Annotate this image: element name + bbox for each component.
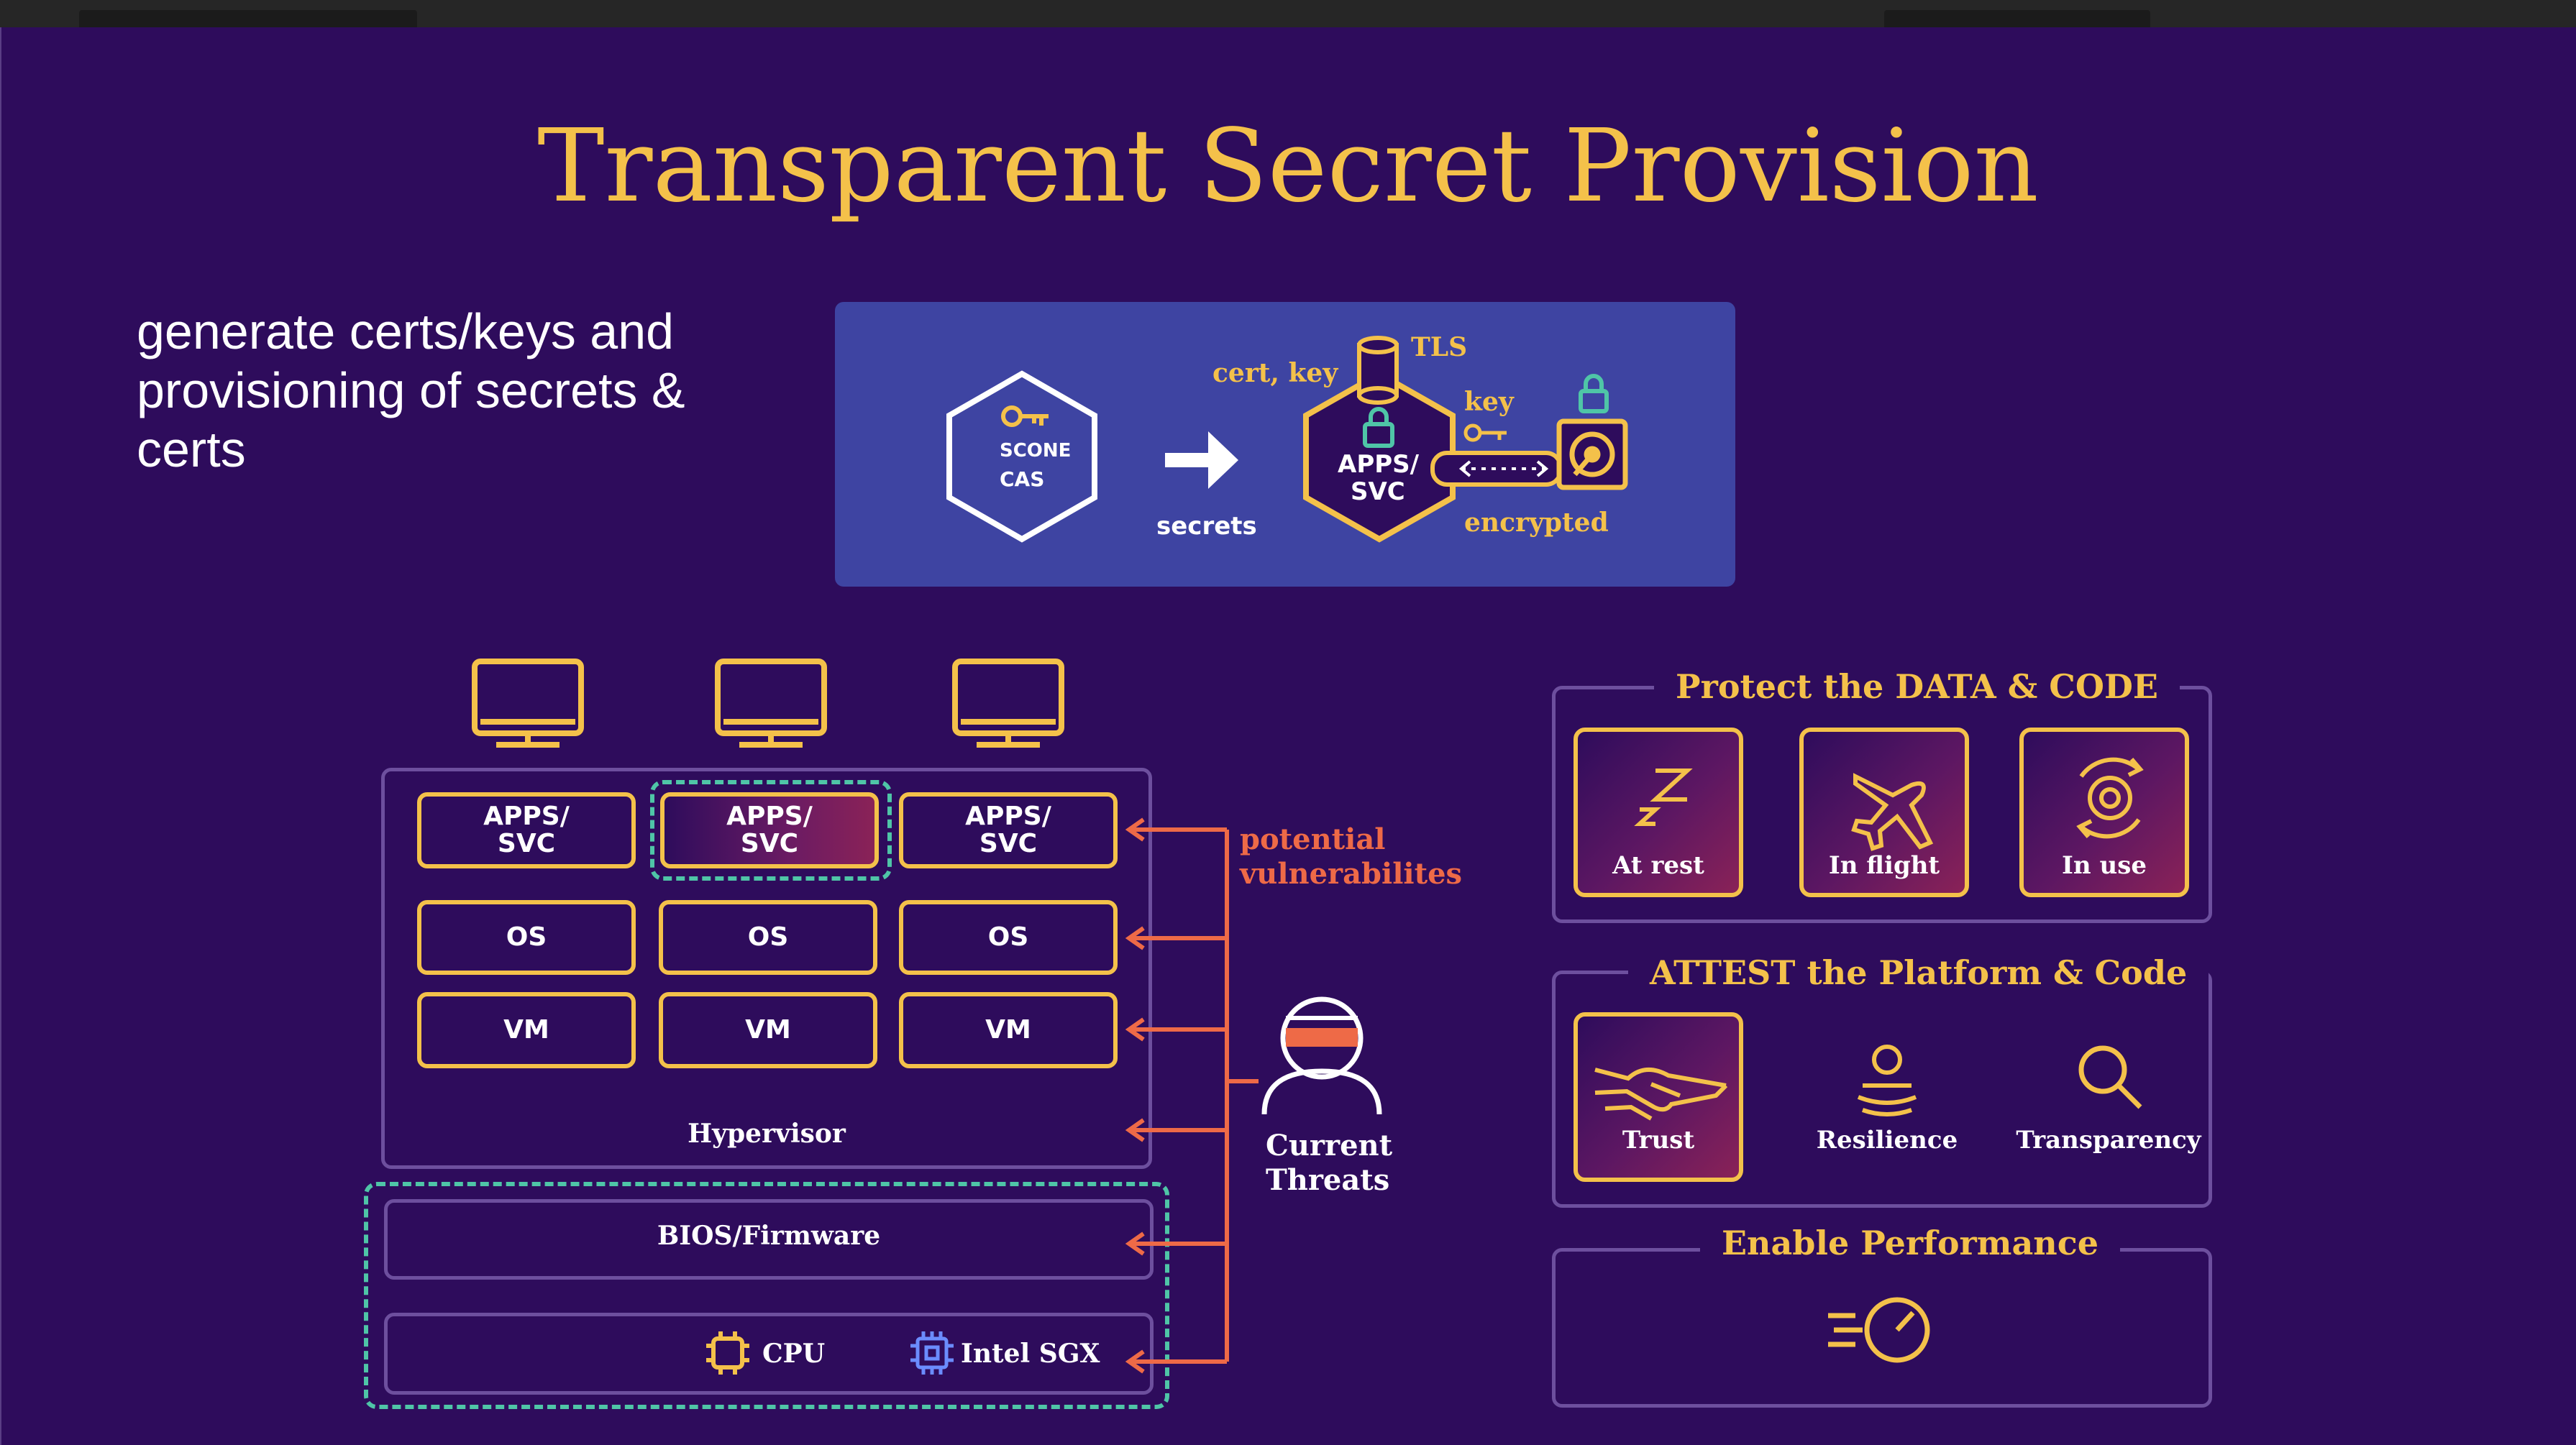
attest-panel-title: ATTEST the Platform & Code [1628,953,2209,992]
in-use-tile [2019,728,2189,897]
window-top-bar [0,0,2576,27]
cas-label: CAS [1000,467,1045,491]
secrets-label: secrets [1156,512,1257,541]
tls-cylinder-icon [1357,336,1399,405]
secrets-arrow-icon [1165,431,1238,489]
sleep-z-icon [1634,769,1693,826]
speedometer-icon [1828,1297,1930,1363]
hypervisor-frame [381,768,1152,1169]
monitor-icon-3 [952,659,1064,748]
sgx-chip-icon [910,1331,954,1375]
cert-key-label: cert, key [1212,358,1338,388]
encrypted-label: encrypted [1464,508,1609,538]
at-rest-tile [1574,728,1743,897]
enclave-boundary [650,780,892,881]
transparency-label: Transparency [2016,1126,2201,1155]
cas-key-icon [1001,405,1049,427]
apps-svc-box: APPS/ SVC [899,792,1118,868]
in-flight-label: In flight [1828,851,1940,880]
airplane-icon [1851,773,1934,851]
os-box: OS [899,900,1118,975]
magnifier-icon [2078,1045,2142,1109]
at-rest-label: At rest [1612,851,1704,880]
sgx-trust-boundary [364,1182,1169,1409]
in-use-label: In use [2062,851,2147,880]
hypervisor-label: Hypervisor [688,1119,846,1149]
cas-brand: SCONE [1000,440,1072,462]
apps-hexagon-icon [1303,370,1456,543]
performance-panel-title: Enable Performance [1700,1224,2120,1262]
lock-icon-top [1579,374,1609,413]
apps-label-line1: APPS/ [1338,450,1420,479]
vulnerabilities-label: potential vulnerabilites [1240,822,1463,891]
hacker-icon [1261,996,1382,1115]
vm-box: VM [417,992,636,1068]
sgx-label: Intel SGX [961,1339,1100,1369]
cas-hexagon-icon [946,370,1097,543]
apps-label-line2: SVC [1351,477,1405,506]
key-label: key [1464,387,1514,417]
slide-title: Transparent Secret Provision [537,108,2039,225]
monitor-icon-1 [472,659,584,748]
cpu-label: CPU [762,1339,826,1369]
lock-icon [1363,407,1394,448]
in-flight-tile [1799,728,1969,897]
apps-svc-box: APPS/ SVC [417,792,636,868]
trust-label: Trust [1622,1126,1695,1155]
gear-cycle-icon [2076,757,2144,839]
os-box: OS [659,900,877,975]
slide-subtitle: generate certs/keys and provisioning of … [137,303,685,477]
handshake-icon [1594,1067,1728,1121]
bios-box [384,1199,1154,1280]
monitor-icon-2 [715,659,827,748]
vm-box: VM [899,992,1118,1068]
bios-label: BIOS/Firmware [657,1221,881,1251]
tab-right [1884,10,2150,27]
os-box: OS [417,900,636,975]
vm-box: VM [659,992,877,1068]
tab-left [79,10,417,27]
small-key-icon [1463,423,1507,442]
resilience-label: Resilience [1816,1126,1958,1155]
hardware-box [384,1313,1154,1395]
protect-panel-title: Protect the DATA & CODE [1654,667,2180,706]
apps-svc-box-enclave: APPS/ SVC [660,792,879,868]
cpu-chip-icon [706,1331,749,1375]
person-resilience-icon [1857,1045,1917,1116]
current-threats-label: Current Threats [1266,1129,1393,1197]
tls-label: TLS [1411,332,1468,362]
storage-disk-icon [1556,418,1628,490]
